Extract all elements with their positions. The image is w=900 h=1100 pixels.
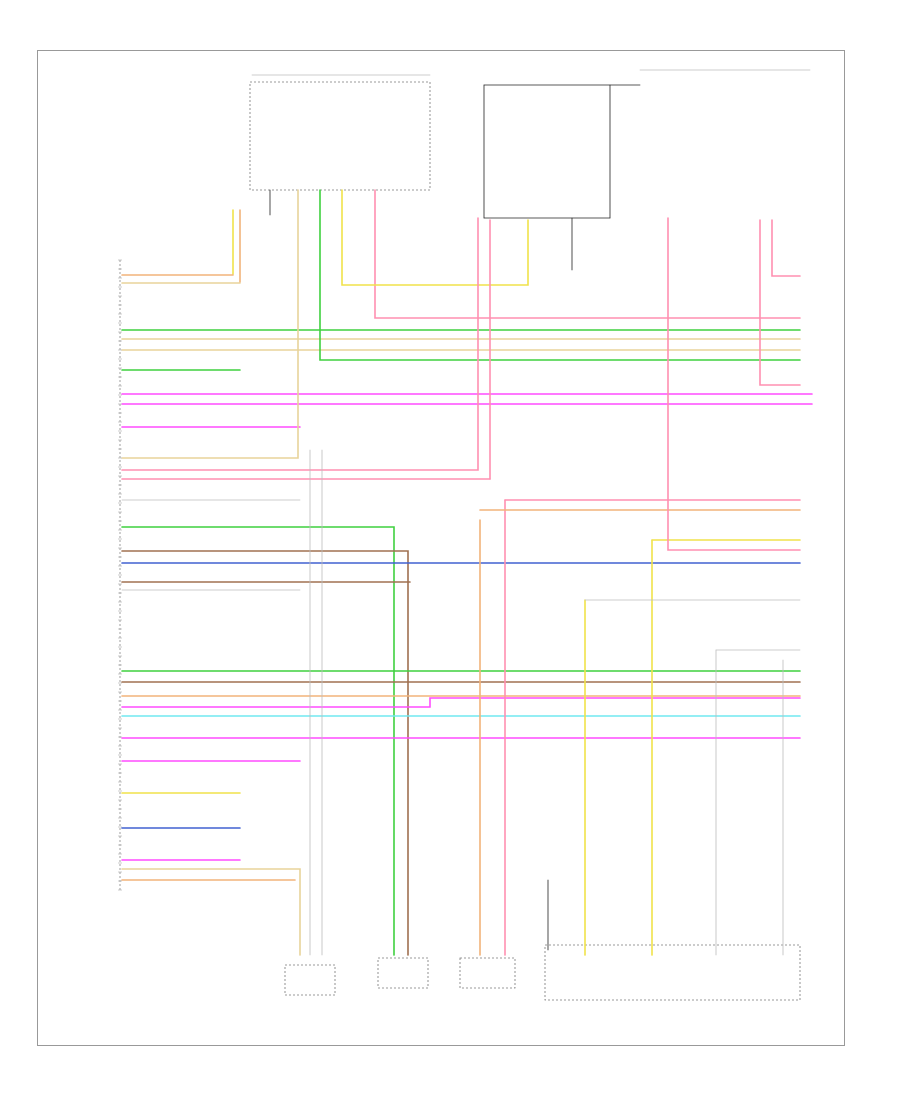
wire-pink-48	[771, 219, 801, 277]
connector-pin-column	[118, 259, 122, 891]
wire-tan-34	[121, 868, 301, 956]
wire-green-19	[121, 526, 395, 956]
component-box-4	[544, 944, 801, 1001]
component-boxes	[249, 81, 801, 1001]
diagram-frame	[37, 50, 845, 1046]
component-box-0	[249, 81, 431, 191]
wire-tan-14	[121, 189, 299, 459]
wire-set	[121, 69, 813, 956]
component-box-2	[377, 957, 429, 989]
wire-green-7	[319, 189, 801, 361]
wire-yellow-10	[341, 189, 529, 286]
component-box-1	[284, 964, 336, 996]
wire-magenta-28	[121, 697, 801, 708]
wire-pink-15	[121, 217, 479, 471]
component-box-3	[459, 957, 516, 989]
wire-pink-44	[667, 217, 801, 551]
wire-pink-47	[759, 219, 801, 386]
wire-pink-9	[374, 189, 801, 319]
wire-brown-20	[121, 550, 409, 956]
